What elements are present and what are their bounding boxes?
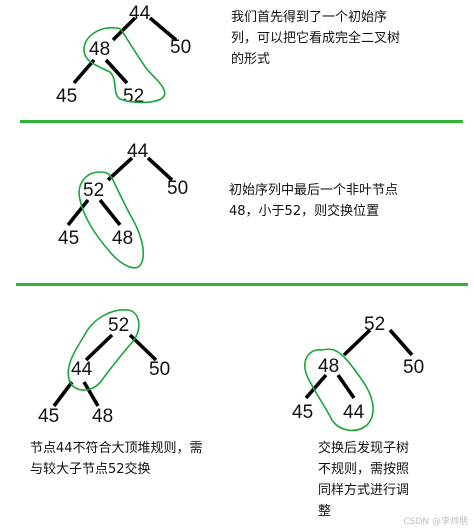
tree-node-right: 50	[149, 359, 170, 380]
edge-left-lr	[104, 58, 129, 85]
highlight-lasso	[83, 26, 166, 104]
edge-root-right	[388, 328, 414, 357]
edge-left-ll	[304, 373, 328, 400]
edge-root-right	[146, 156, 174, 182]
tree-node-ll: 45	[56, 86, 77, 107]
edge-left-ll	[66, 198, 90, 227]
watermark: CSDN @李帅朋	[403, 517, 468, 527]
tree-panel-4: 52 48 50 45 44	[292, 314, 424, 432]
tree-node-left: 52	[83, 180, 104, 201]
tree-node-lr: 52	[123, 86, 144, 107]
section-divider-1	[20, 120, 463, 123]
edge-left-ll	[52, 380, 74, 408]
edge-root-left	[342, 328, 372, 357]
tree-node-root: 44	[129, 3, 151, 24]
tree-node-root: 52	[108, 315, 129, 336]
highlight-lasso	[67, 309, 140, 391]
tree-node-left: 48	[318, 356, 339, 377]
tree-node-ll: 45	[38, 406, 59, 427]
edge-left-ll	[72, 58, 96, 85]
tree-node-left: 48	[89, 39, 110, 60]
tree-node-ll: 45	[292, 402, 313, 423]
tree-panel-2: 44 52 50 45 48	[58, 141, 188, 269]
highlight-lasso	[78, 171, 145, 269]
tree-node-root: 44	[127, 141, 149, 162]
edge-root-left	[111, 16, 137, 42]
panel-3-caption: 节点44不符合大顶堆规则，需 与较大子节点52交换	[30, 441, 203, 477]
panel-2-caption: 初始序列中最后一个非叶节点 48，小于52，则交换位置	[229, 183, 399, 219]
tree-node-left: 44	[71, 359, 93, 380]
highlight-lasso	[304, 348, 374, 432]
edge-left-lr	[82, 381, 100, 407]
tree-node-root: 52	[364, 314, 385, 335]
panel-1-caption: 我们首先得到了一个初始序 列，可以把它看成完全二叉树 的形式	[231, 10, 401, 67]
edge-left-lr	[336, 373, 356, 400]
panel-4-caption: 交换后发现子树 不规则，需按照 同样方式进行调 整	[318, 441, 410, 519]
tree-panel-1: 44 48 50 45 52	[56, 3, 191, 107]
section-divider-2	[16, 283, 468, 286]
tree-node-lr: 48	[92, 406, 113, 427]
edge-root-left	[84, 333, 114, 362]
tree-node-right: 50	[403, 357, 424, 378]
edge-root-right	[148, 16, 178, 42]
edge-root-left	[106, 156, 134, 182]
edge-left-lr	[98, 198, 122, 227]
tree-panel-3: 52 44 50 45 48	[38, 309, 170, 427]
tree-node-right: 50	[167, 178, 188, 199]
tree-node-ll: 45	[58, 228, 79, 249]
tree-node-lr: 48	[112, 228, 133, 249]
tree-node-right: 50	[170, 37, 191, 58]
tree-node-lr: 44	[343, 402, 365, 423]
